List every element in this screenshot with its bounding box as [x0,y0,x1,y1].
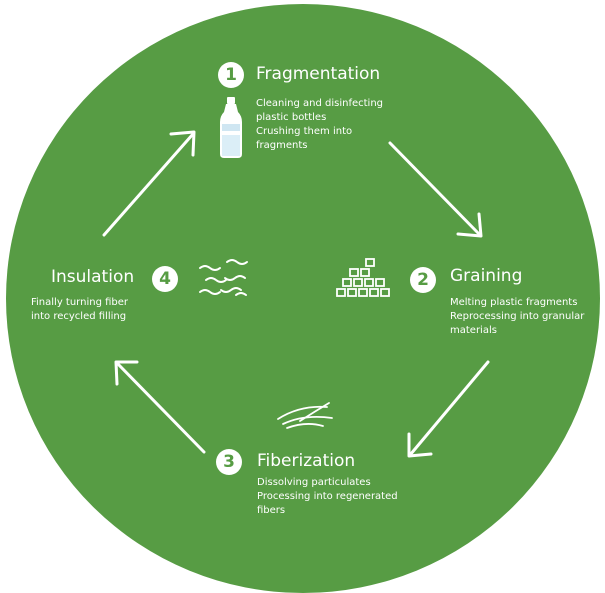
curly-fibers-icon [199,259,248,296]
step-3-line: fibers [257,505,286,516]
step-4-line: Finally turning fiber [31,297,129,308]
step-2-line: materials [450,325,497,336]
step-3-description: Dissolving particulates Processing into … [257,476,398,518]
step-1-line: fragments [256,140,308,151]
arrow-fiberization-to-insulation [114,360,206,454]
granules-icon [336,258,390,297]
step-4-number: 4 [152,266,178,292]
arrow-insulation-to-fragmentation [102,130,196,237]
step-2-description: Melting plastic fragments Reprocessing i… [450,296,584,338]
arrow-graining-to-fiberization [407,360,490,458]
step-3-number: 3 [216,449,242,475]
step-4-line: into recycled filling [31,311,127,322]
step-3-title: Fiberization [257,451,356,471]
step-2-number: 2 [410,267,436,293]
step-4-description: Finally turning fiber into recycled fill… [31,296,128,324]
step-2-line: Melting plastic fragments [450,297,578,308]
step-1-line: plastic bottles [256,112,327,123]
step-3-line: Processing into regenerated [257,491,398,502]
plastic-bottle-icon [220,97,242,158]
step-1-number: 1 [218,62,244,88]
step-1-description: Cleaning and disinfecting plastic bottle… [256,97,383,153]
step-1-line: Cleaning and disinfecting [256,98,384,109]
step-1-line: Crushing them into [256,126,353,137]
cycle-background-circle [6,4,600,593]
step-2-title: Graining [450,266,523,286]
fibers-icon [277,402,333,429]
step-3-line: Dissolving particulates [257,477,371,488]
arrow-fragmentation-to-graining [388,141,483,238]
step-1-title: Fragmentation [256,64,381,84]
step-4-title: Insulation [51,267,135,287]
step-2-line: Reprocessing into granular [450,311,585,322]
